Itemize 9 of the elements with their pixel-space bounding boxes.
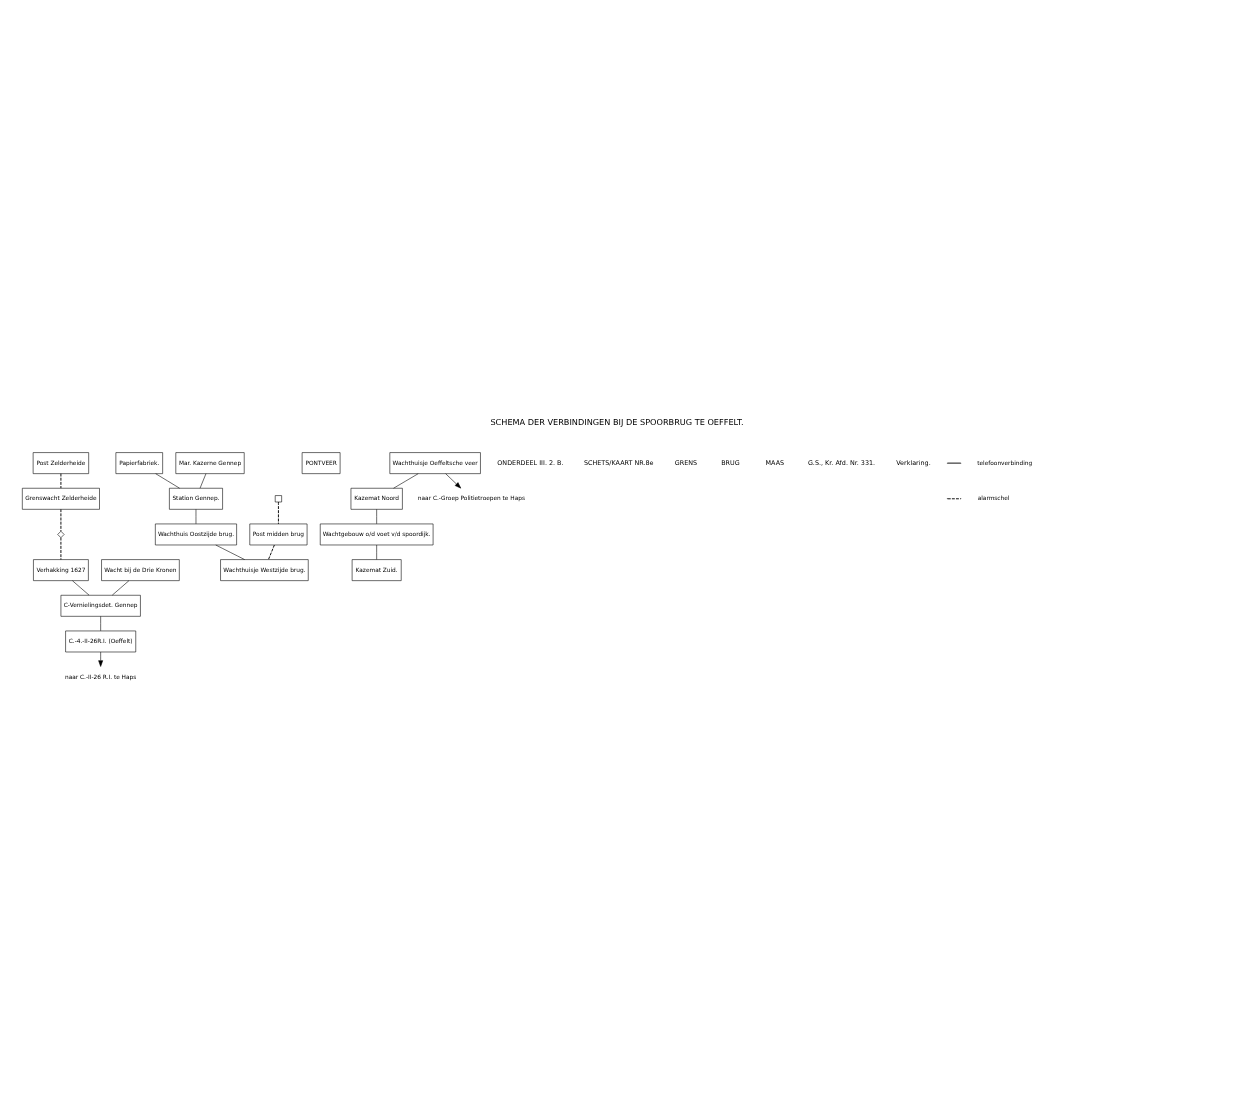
node-box [274, 494, 282, 502]
node-diamond [57, 529, 65, 537]
arrow [445, 472, 462, 488]
arrow [98, 650, 103, 666]
connector [215, 543, 245, 559]
connector [60, 507, 62, 531]
connector [60, 536, 62, 559]
connector [277, 500, 279, 524]
connector [268, 543, 275, 559]
